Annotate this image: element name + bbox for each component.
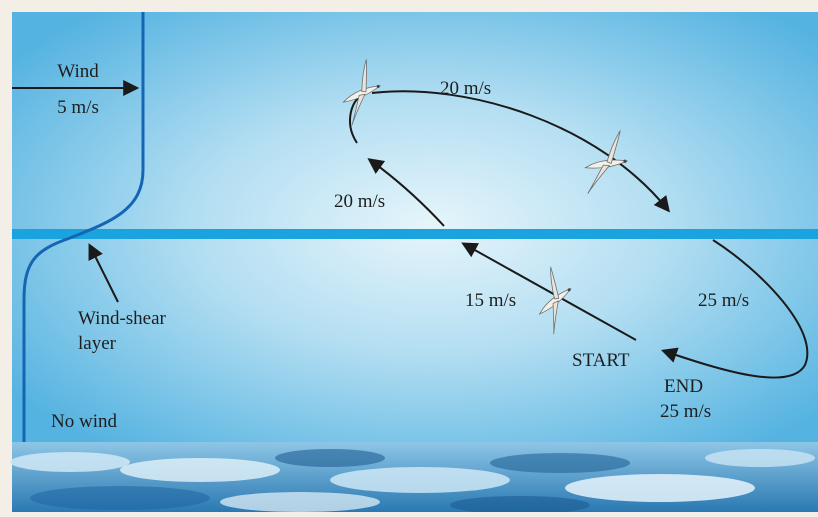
path-lower-loop (660, 239, 809, 379)
path-climb (367, 158, 445, 227)
page-margin (0, 0, 818, 14)
wind-shear-label-line1: Wind-shear (78, 308, 167, 329)
wind-label: Wind (57, 61, 99, 82)
wind-shear-pointer (88, 243, 119, 303)
path-start-ascent (461, 242, 637, 341)
start-label: START (572, 350, 630, 371)
wind-profile-line (22, 12, 145, 442)
no-wind-label: No wind (51, 411, 117, 432)
right-speed-label: 25 m/s (698, 290, 749, 311)
sea-surface (10, 442, 818, 514)
low-speed-label: 15 m/s (465, 290, 516, 311)
sky-background (12, 12, 818, 442)
end-speed-label: 25 m/s (660, 401, 711, 422)
wind-speed-label: 5 m/s (57, 97, 99, 118)
top-speed-label: 20 m/s (440, 78, 491, 99)
wind-shear-label-line2: layer (78, 333, 117, 354)
end-label: END (664, 376, 703, 397)
path-downwind-arc (371, 90, 671, 213)
wind-shear-band (12, 229, 818, 239)
left-speed-label: 20 m/s (334, 191, 385, 212)
